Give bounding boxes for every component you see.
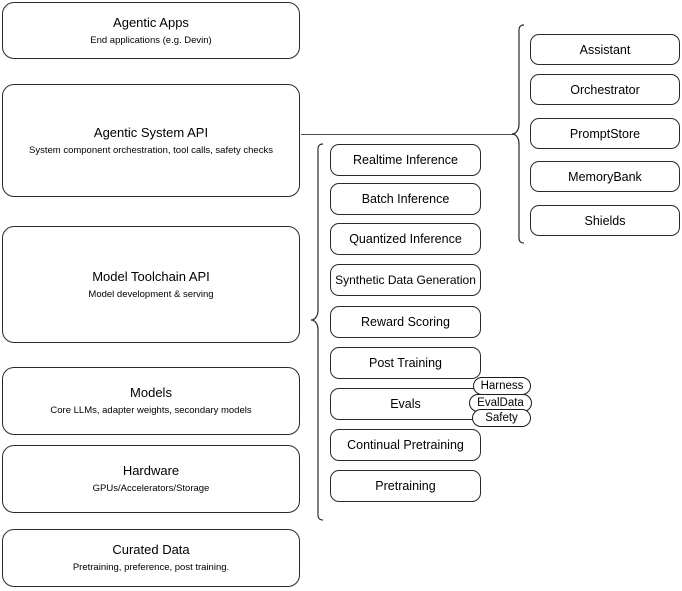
layer-title: Agentic System API: [93, 124, 209, 140]
system-box-orchestrator[interactable]: Orchestrator: [530, 74, 680, 105]
evals-tag-label: Harness: [480, 380, 524, 392]
toolchain-box-pretraining[interactable]: Pretraining: [330, 470, 481, 502]
layer-subtitle: System component orchestration, tool cal…: [29, 144, 273, 156]
layer-subtitle: GPUs/Accelerators/Storage: [92, 483, 210, 494]
layer-box-agentic-apps[interactable]: Agentic Apps End applications (e.g. Devi…: [2, 2, 300, 59]
layer-subtitle: End applications (e.g. Devin): [90, 34, 212, 46]
layer-title: Hardware: [122, 463, 180, 478]
evals-tag-label: EvalData: [477, 397, 524, 409]
toolchain-box-continual-pretraining[interactable]: Continual Pretraining: [330, 429, 481, 461]
layer-box-models[interactable]: Models Core LLMs, adapter weights, secon…: [2, 367, 300, 435]
layer-title: Model Toolchain API: [92, 268, 210, 284]
system-title: Shields: [584, 213, 626, 228]
toolchain-box-quantized-inference[interactable]: Quantized Inference: [330, 223, 481, 255]
toolchain-box-reward-scoring[interactable]: Reward Scoring: [330, 306, 481, 338]
layer-box-curated-data[interactable]: Curated Data Pretraining, preference, po…: [2, 529, 300, 587]
toolchain-title: Continual Pretraining: [347, 438, 464, 452]
evals-tag-label: Safety: [485, 412, 518, 424]
toolchain-title: Quantized Inference: [349, 232, 462, 246]
toolchain-title: Batch Inference: [361, 192, 450, 206]
toolchain-title: Reward Scoring: [361, 315, 450, 329]
toolchain-box-realtime-inference[interactable]: Realtime Inference: [330, 144, 481, 176]
layer-box-hardware[interactable]: Hardware GPUs/Accelerators/Storage: [2, 445, 300, 513]
bracket-toolchain-components: [310, 143, 324, 521]
system-box-shields[interactable]: Shields: [530, 205, 680, 236]
layer-title: Curated Data: [112, 542, 190, 557]
layer-box-agentic-system-api[interactable]: Agentic System API System component orch…: [2, 84, 300, 197]
layer-title: Models: [130, 385, 172, 400]
layer-subtitle: Pretraining, preference, post training.: [72, 562, 230, 573]
system-title: PromptStore: [569, 126, 641, 141]
system-box-promptstore[interactable]: PromptStore: [530, 118, 680, 149]
evals-tag-harness[interactable]: Harness: [473, 377, 531, 395]
system-title: Orchestrator: [570, 82, 640, 97]
toolchain-box-synthetic-data-generation[interactable]: Synthetic Data Generation: [330, 264, 481, 296]
layer-subtitle: Core LLMs, adapter weights, secondary mo…: [50, 405, 252, 416]
system-title: Assistant: [579, 42, 631, 57]
evals-tag-safety[interactable]: Safety: [472, 409, 531, 427]
toolchain-title: Post Training: [369, 356, 442, 370]
toolchain-box-evals[interactable]: Evals: [330, 388, 481, 420]
toolchain-title: Synthetic Data Generation: [335, 273, 476, 287]
system-box-assistant[interactable]: Assistant: [530, 34, 680, 65]
system-title: MemoryBank: [568, 169, 642, 184]
toolchain-box-batch-inference[interactable]: Batch Inference: [330, 183, 481, 215]
toolchain-box-post-training[interactable]: Post Training: [330, 347, 481, 379]
bracket-system-components: [511, 24, 525, 244]
connector-system-api-to-components: [301, 134, 514, 135]
toolchain-title: Realtime Inference: [353, 153, 458, 167]
toolchain-title: Pretraining: [375, 479, 436, 493]
layer-title: Agentic Apps: [113, 14, 189, 30]
layer-box-model-toolchain-api[interactable]: Model Toolchain API Model development & …: [2, 226, 300, 343]
layer-subtitle: Model development & serving: [88, 288, 214, 300]
toolchain-title: Evals: [390, 397, 421, 411]
system-box-memorybank[interactable]: MemoryBank: [530, 161, 680, 192]
